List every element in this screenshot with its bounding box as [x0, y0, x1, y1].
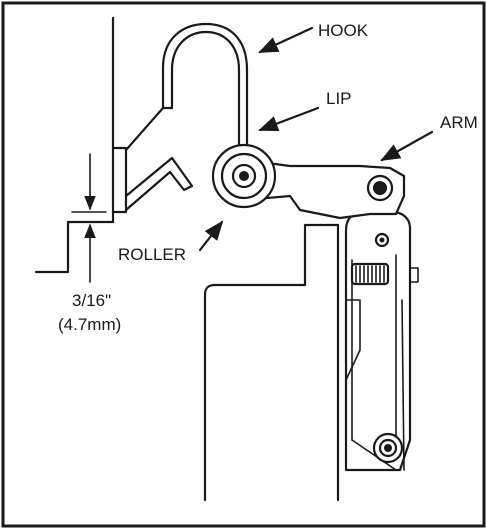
lip-label: LIP: [326, 89, 352, 108]
hook-bracket: [124, 22, 249, 212]
arm-arrow-icon: [380, 130, 434, 162]
lip-arrow-icon: [258, 106, 320, 132]
roller: [211, 143, 277, 209]
gap-metric-label: (4.7mm): [58, 315, 121, 334]
latch-arm: [243, 158, 406, 220]
gap-imperial-label: 3/16": [72, 291, 111, 310]
roller-label: ROLLER: [118, 245, 186, 264]
latch-housing: [344, 210, 419, 472]
door-body: [203, 223, 340, 502]
door-jamb: [34, 16, 128, 274]
gap-measurement: [71, 153, 107, 283]
arm-label: ARM: [440, 113, 478, 132]
roller-arrow-icon: [198, 220, 224, 252]
hook-arrow-icon: [258, 26, 314, 54]
hook-label: HOOK: [318, 21, 369, 40]
